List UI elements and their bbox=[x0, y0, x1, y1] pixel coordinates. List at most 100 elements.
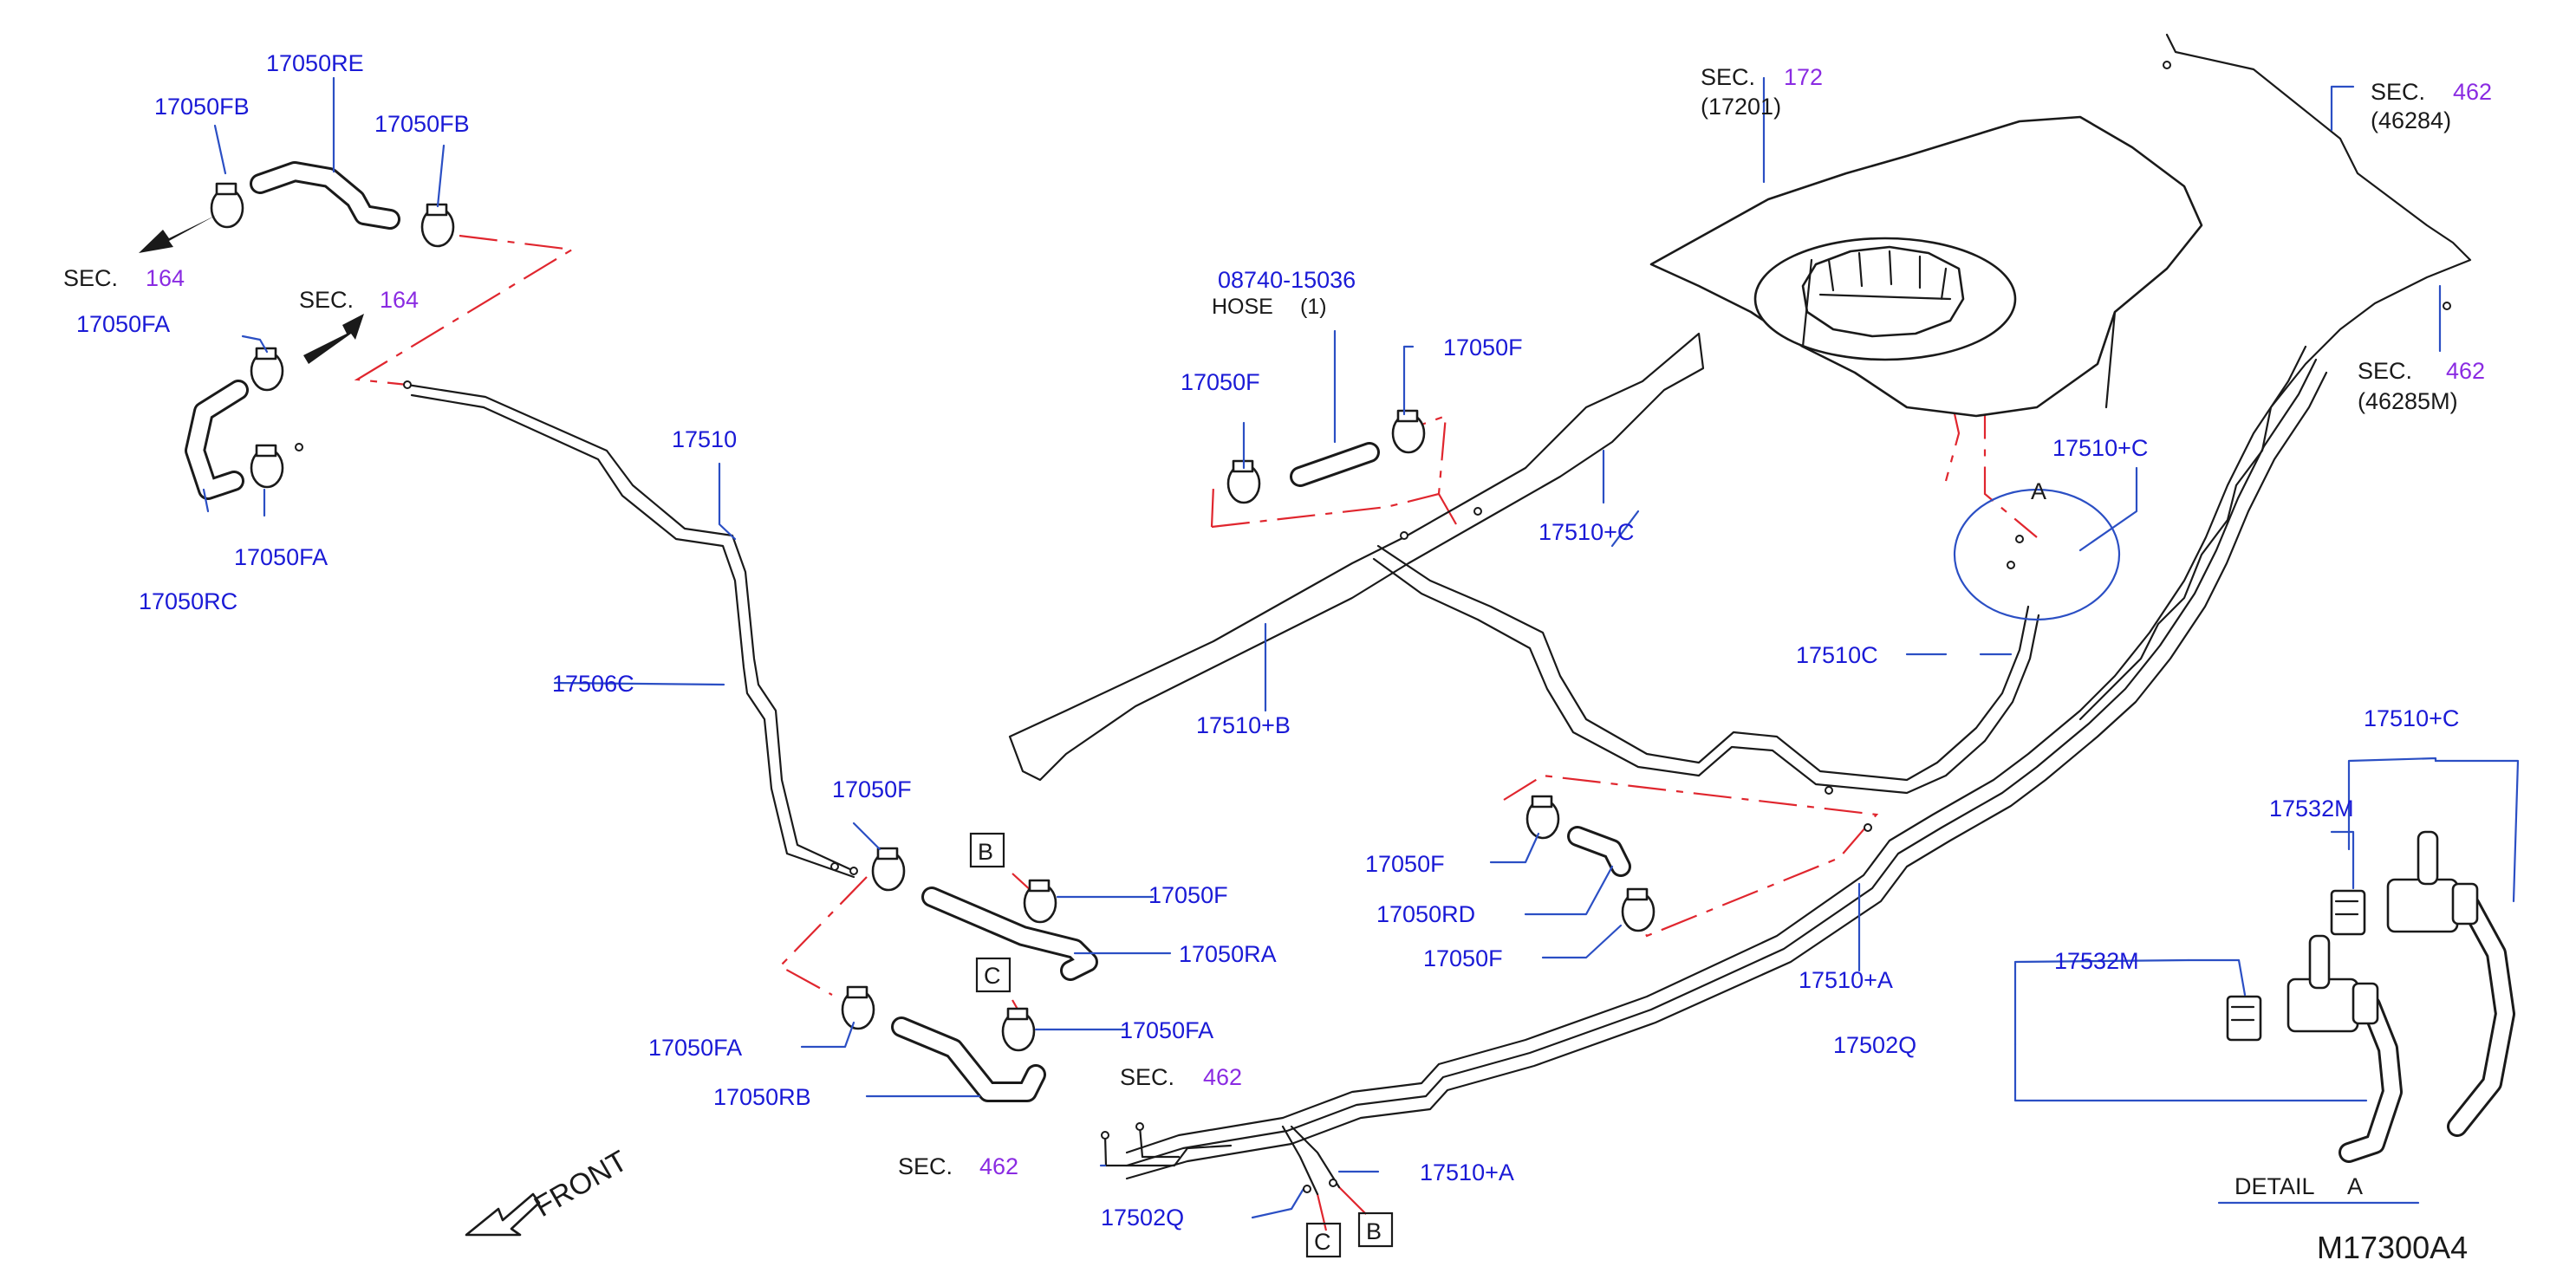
sec462-top-right-word: SEC. bbox=[2371, 79, 2425, 105]
tube-17510c bbox=[1376, 544, 2030, 782]
part-17050f-hose-left: 17050F bbox=[1181, 369, 1260, 395]
part-17510c-mid: 17510+C bbox=[1538, 519, 1634, 545]
sec172-word: SEC. bbox=[1701, 64, 1755, 90]
box-b-left-frame bbox=[969, 832, 1005, 868]
part-17050rb: 17050RB bbox=[713, 1084, 811, 1110]
sec172-num: 172 bbox=[1784, 64, 1823, 90]
detail-clip-17532m-mid bbox=[2226, 995, 2262, 1042]
box-c-bottom-frame bbox=[1305, 1222, 1342, 1258]
part-17050fb-right: 17050FB bbox=[374, 111, 470, 137]
front-arrow: FRONT bbox=[465, 1144, 633, 1237]
boundary-c-bottom bbox=[1316, 1193, 1328, 1231]
sec462-bottom-left-num: 462 bbox=[979, 1153, 1018, 1179]
detail-clip-17532m-top bbox=[2330, 889, 2366, 936]
detail-connector-upper bbox=[2386, 830, 2479, 933]
clamp-17050f-left-a bbox=[871, 847, 906, 892]
detail-part-17510c: 17510+C bbox=[2364, 705, 2459, 731]
labels: 17050RE 17050FB 17050FB SEC. 164 SEC. 16… bbox=[63, 50, 2492, 1265]
clamp-17050fa-bottom-r bbox=[1001, 1007, 1036, 1052]
sec462-bottom-word: SEC. bbox=[1120, 1064, 1174, 1090]
tube-17510b bbox=[1008, 332, 1705, 782]
sec164-arrows bbox=[139, 215, 364, 364]
tube-sec462-bottom-b bbox=[1138, 1125, 1181, 1159]
part-17510c-circle: 17510+C bbox=[2052, 435, 2148, 461]
boundary-hose-1c bbox=[1438, 493, 1457, 525]
fuel-tank bbox=[1649, 115, 2203, 418]
part-17050ra: 17050RA bbox=[1179, 941, 1277, 967]
part-17050f-hose-right: 17050F bbox=[1443, 334, 1523, 360]
tube-17510 bbox=[406, 383, 855, 873]
sec462-bottom-num: 462 bbox=[1203, 1064, 1242, 1090]
callout-boxes bbox=[969, 832, 1394, 1258]
part-17050f-left-b: 17050F bbox=[1148, 882, 1228, 908]
detail-title-word: DETAIL bbox=[2234, 1173, 2315, 1199]
sec462-right-ref: (46285M) bbox=[2358, 388, 2458, 414]
clamp-17050fb-right bbox=[420, 203, 455, 248]
detail-part-17502q: 17502Q bbox=[1833, 1032, 1916, 1058]
part-17510c-partial: 17510C bbox=[1796, 642, 1878, 668]
part-17510a-mid: 17510+A bbox=[1799, 967, 1893, 993]
box-b-bottom: B bbox=[1366, 1218, 1382, 1244]
part-17050fa-bottom-right: 17050FA bbox=[1120, 1017, 1213, 1043]
part-17050rc: 17050RC bbox=[139, 588, 237, 614]
part-17050rd: 17050RD bbox=[1376, 901, 1475, 927]
part-17050fb-left: 17050FB bbox=[154, 94, 250, 120]
clamp-17050f-mid-a bbox=[1525, 795, 1560, 840]
part-17050fa-bottom-left: 17050FA bbox=[648, 1035, 742, 1061]
part-17510a-bottom: 17510+A bbox=[1420, 1159, 1514, 1185]
tube-right-main bbox=[2078, 33, 2472, 721]
fuel-pump-ribs bbox=[1818, 250, 1952, 301]
fuel-pump-cap bbox=[1801, 245, 1965, 338]
tube-17502q-bottom bbox=[1281, 1125, 1341, 1196]
sec462-right-word: SEC. bbox=[2358, 358, 2412, 384]
part-17050f-mid-a: 17050F bbox=[1365, 851, 1445, 877]
tube-endpoints bbox=[295, 61, 2451, 1193]
front-label: FRONT bbox=[529, 1144, 633, 1223]
fuel-tubes bbox=[406, 33, 2472, 1196]
detail-a-callout-circle bbox=[1953, 488, 2121, 621]
hose-qty: (1) bbox=[1300, 295, 1327, 319]
sec164-left-word: SEC. bbox=[63, 265, 118, 291]
clamp-17050f-left-b bbox=[1023, 879, 1057, 924]
clamp-17050fb-left bbox=[210, 182, 244, 229]
part-17050fa-mid: 17050FA bbox=[234, 544, 328, 570]
box-c-left-frame bbox=[975, 957, 1012, 993]
box-c-bottom: C bbox=[1314, 1229, 1331, 1255]
detail-title-letter: A bbox=[2347, 1173, 2363, 1199]
circle-a-ring bbox=[1953, 488, 2121, 621]
boundary-lower-left bbox=[778, 876, 868, 996]
tube-17510c-outer bbox=[1372, 557, 2040, 795]
front-arrow-shape bbox=[465, 1192, 541, 1237]
tank-edge bbox=[1801, 258, 2117, 409]
sec462-top-right-num: 462 bbox=[2453, 79, 2492, 105]
box-c-left: C bbox=[984, 963, 1001, 989]
sec172-ref: (17201) bbox=[1701, 94, 1781, 120]
clamp-hose-1-right bbox=[1391, 409, 1426, 454]
tube-17510-outer bbox=[410, 393, 855, 879]
sec164-right-word: SEC. bbox=[299, 287, 354, 313]
tube-17510a-3 bbox=[1125, 371, 2328, 1180]
tube-sec462-bottom bbox=[1103, 1133, 1233, 1167]
sec462-bottom-left-word: SEC. bbox=[898, 1153, 953, 1179]
boundary-hose-1b bbox=[1210, 484, 1215, 528]
tube-17510a-1 bbox=[1125, 345, 2307, 1154]
part-17050f-left-a: 17050F bbox=[832, 776, 912, 802]
sec462-right-num: 462 bbox=[2446, 358, 2485, 384]
diagram-code: M17300A4 bbox=[2317, 1230, 2468, 1265]
circle-a-letter: A bbox=[2031, 478, 2046, 504]
part-17050re: 17050RE bbox=[266, 50, 364, 76]
clamp-17050fa-top bbox=[250, 347, 284, 392]
part-17510b: 17510+B bbox=[1196, 712, 1291, 738]
hoses-and-clamps bbox=[185, 161, 1656, 1102]
detail-connector-lower bbox=[2287, 934, 2379, 1033]
part-08740-15036: 08740-15036 bbox=[1218, 267, 1356, 293]
part-17510: 17510 bbox=[672, 426, 737, 452]
leader-lines bbox=[202, 76, 2520, 1219]
part-17050f-mid-b: 17050F bbox=[1423, 945, 1503, 971]
arrow-to-sec164-right bbox=[303, 314, 364, 364]
clamp-17050f-mid-b bbox=[1621, 887, 1656, 932]
detail-a bbox=[2226, 830, 2515, 1163]
detail-part-17532m-top: 17532M bbox=[2269, 796, 2354, 822]
part-17502q-bottom: 17502Q bbox=[1101, 1205, 1184, 1231]
